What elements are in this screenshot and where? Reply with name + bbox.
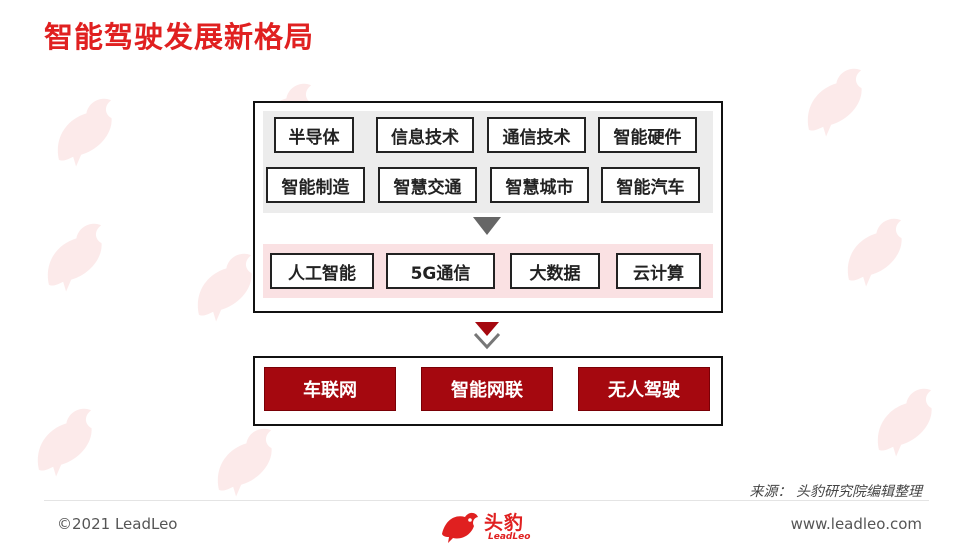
node-semiconductor: 半导体	[274, 117, 354, 153]
leopard-icon	[440, 508, 480, 544]
website-url: www.leadleo.com	[790, 515, 922, 533]
watermark-logo	[21, 207, 129, 302]
node-smart-transport: 智慧交通	[378, 167, 477, 203]
node-big-data: 大数据	[510, 253, 600, 289]
node-smart-hardware: 智能硬件	[598, 117, 697, 153]
node-cloud-computing: 云计算	[616, 253, 701, 289]
watermark-logo	[781, 52, 889, 147]
watermark-logo	[821, 202, 929, 297]
node-intelligent-connected: 智能网联	[421, 367, 553, 411]
watermark-logo	[11, 392, 119, 487]
source-note: 来源： 头豹研究院编辑整理	[749, 484, 922, 500]
chevron-down-icon	[472, 320, 502, 350]
copyright: ©2021 LeadLeo	[57, 515, 178, 533]
watermark-logo	[191, 412, 299, 507]
node-smart-manufacturing: 智能制造	[266, 167, 365, 203]
logo-text-en: LeadLeo	[488, 532, 531, 542]
watermark-logo	[851, 372, 959, 467]
page-title: 智能驾驶发展新格局	[44, 20, 315, 54]
node-information-tech: 信息技术	[376, 117, 474, 153]
node-5g: 5G通信	[386, 253, 495, 289]
watermark-logo	[31, 82, 139, 177]
node-ai: 人工智能	[270, 253, 374, 289]
node-smart-vehicle: 智能汽车	[601, 167, 700, 203]
node-communication-tech: 通信技术	[487, 117, 586, 153]
node-autonomous-driving: 无人驾驶	[578, 367, 710, 411]
node-connected-vehicles: 车联网	[264, 367, 396, 411]
brand-logo: 头豹 LeadLeo	[440, 506, 540, 546]
arrow-down-icon	[473, 217, 501, 235]
node-smart-city: 智慧城市	[490, 167, 589, 203]
footer-divider	[44, 500, 929, 501]
logo-text-cn: 头豹	[484, 512, 525, 534]
